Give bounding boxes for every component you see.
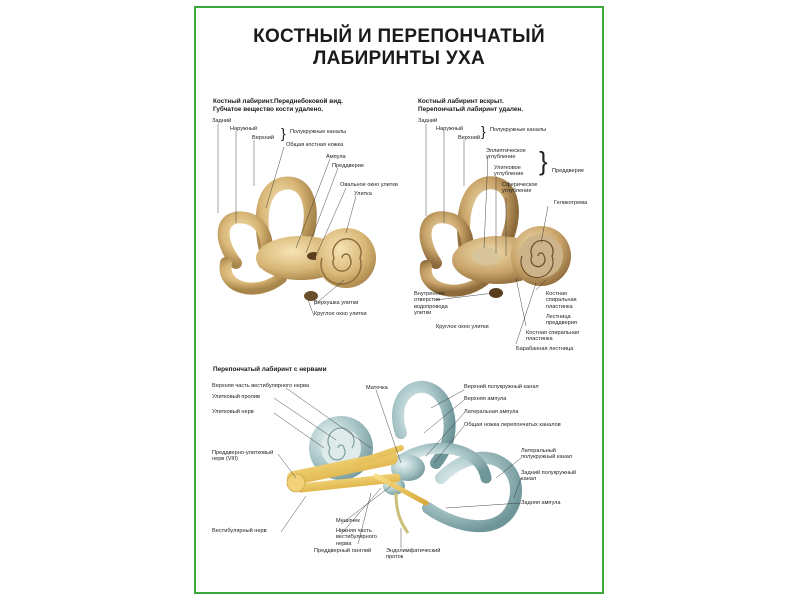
label-b-vnutr-line4: улитки [414,310,432,317]
label-b-naruzhny: Наружный [436,126,464,132]
label-c-verh-ampula: Верхняя ампула [464,396,507,402]
label-c-lat-kan: Латеральный полукружный канал [521,448,572,461]
label-a-naruzhny: Наружный [230,126,258,132]
label-b-ulitk-line2: углубление [494,171,524,178]
label-c-zad-ampula: Задняя ампула [521,500,561,506]
label-c-lat-kan-line2: полукружный канал [521,454,573,461]
label-c-endo-line2: проток [386,554,404,561]
poster-title-line2: ЛАБИРИНТЫ УХА [312,48,485,69]
label-c-pred-ul: Преддверно-улитковый нерв (VIII) [212,450,273,463]
panel-a-caption-line1: Костный лабиринт.Переднебоковой вид. [213,98,343,105]
label-b-zadniy: Задний [418,118,438,124]
label-b-vnutr-line1: Внутреннее [414,291,445,297]
bony-labyrinth-illustration [217,176,376,301]
label-b-ulitk: Улитковое углубление [494,165,524,178]
label-a-verhushka: Верхушка улитки [314,300,359,306]
label-b-kost-line1: Костная [546,291,567,297]
leader-lines [217,124,549,548]
label-a-brace: } [281,125,286,141]
label-c-verh-chast: Верхняя часть вестибулярного нерва [212,383,310,389]
label-c-zad-kan-line2: канал [521,476,537,483]
label-b-kost-b-line2: пластинка [526,336,553,343]
label-a-zadniy: Задний [212,118,232,124]
illustrations [217,124,571,548]
label-c-lat-ampula: Латеральная ампула [464,409,519,415]
label-b-sfer: Сферическое углубление [502,182,538,195]
opened-labyrinth-illustration [419,176,571,298]
poster-frame: КОСТНЫЙ И ПЕРЕПОНЧАТЫЙ ЛАБИРИНТЫ УХА [194,6,604,594]
label-a-preddverie: Преддверие [332,163,365,169]
label-c-lat-kan-line1: Латеральный [521,448,556,454]
label-b-polukruzh: Полукружные каналы [490,127,547,133]
label-b-kost-line3: пластинка [546,303,573,310]
label-c-ulit-proliv: Улитковый пролив [212,394,260,400]
label-c-nizh: Нижняя часть вестибулярного нерва [336,528,377,547]
label-b-ellipt-line2: углубление [486,154,516,161]
label-c-nizh-line1: Нижняя часть [336,528,372,534]
label-c-pred-gang: Преддверный ганглий [314,548,372,554]
label-a-ampula: Ампула [326,154,346,160]
label-a-polukruzh: Полукружные каналы [290,129,347,135]
panel-c-caption: Перепончатый лабиринт с нервами [213,366,327,373]
label-c-pred-ul-line1: Преддверно-улитковый [212,450,274,456]
label-a-ovalnoe: Овальное окно улитки [340,182,398,188]
label-b-brace2: } [539,146,548,176]
panel-b-caption-line2: Перепончатый лабиринт удален. [418,105,524,113]
label-b-ellipt: Эллиптическое углубление [486,148,526,161]
panel-b-caption-line1: Костный лабиринт вскрыт. [418,98,504,105]
label-b-baraban: Барабанная лестница [516,346,574,352]
label-b-vnutr: Внутреннее отверстие водопровода улитки [414,291,448,317]
label-b-sfer-line2: углубление [502,188,532,195]
label-b-kost-b-line1: Костная спиральная [526,330,580,336]
label-b-sfer-line1: Сферическое [502,182,538,188]
label-b-brace: } [481,123,486,139]
label-c-obsh-nozhka: Общая ножка перепончатых каналов [464,422,561,428]
label-c-vestib-nerv: Вестибулярный нерв [212,528,267,534]
label-b-krugloe: Круглое окно улитки [436,324,489,330]
label-c-endo-line1: Эндолимфатический [386,548,441,554]
label-c-nizh-line2: вестибулярного [336,534,377,541]
poster-title-line1: КОСТНЫЙ И ПЕРЕПОНЧАТЫЙ [253,26,545,47]
label-a-ulitka: Улитка [354,191,372,197]
label-b-verhniy: Верхний [458,135,481,141]
label-b-gelikotrema: Геликотрема [554,200,588,206]
label-b-kost: Костная спиральная пластинка [546,291,577,310]
label-b-vnutr-line2: отверстие [414,297,441,304]
label-c-matochka: Маточка [366,385,388,391]
label-c-endo: Эндолимфатический проток [386,548,440,561]
label-c-pred-ul-line2: нерв (VIII) [212,456,238,463]
label-c-zad-kan: Задний полукружный канал [521,470,576,483]
label-c-meshochek: Мешочек [336,518,360,524]
label-c-verh-kanal: Верхний полукружный канал [464,384,539,390]
label-c-nizh-line3: нерва [336,540,352,547]
label-c-ulit-nerv: Улитковый нерв [212,409,254,415]
label-b-vnutr-line3: водопровода [414,303,448,310]
label-b-kost-line2: спиральная [546,297,577,304]
label-a-verhniy: Верхний [252,135,275,141]
label-c-zad-kan-line1: Задний полукружный [521,470,577,476]
label-b-kost-b: Костная спиральная пластинка [526,330,579,343]
panel-b-caption: Костный лабиринт вскрыт. Перепончатый ла… [418,98,523,113]
panel-a-caption: Костный лабиринт.Переднебоковой вид. Губ… [213,98,343,113]
label-a-obshaya: Общая костная ножка [286,142,344,148]
label-b-lest: Лестница преддверия [546,314,577,327]
label-a-krugloe: Круглое окно улитки [314,311,367,317]
poster-title: КОСТНЫЙ И ПЕРЕПОНЧАТЫЙ ЛАБИРИНТЫ УХА [196,26,602,70]
label-b-lest-line2: преддверия [546,320,577,327]
membranous-labyrinth-illustration [286,381,522,534]
label-b-ulitk-line1: Улитковое [494,165,521,171]
panel-a-caption-line2: Губчатое вещество кости удалено. [213,105,324,113]
label-b-ellipt-line1: Эллиптическое [486,148,526,154]
label-b-lest-line1: Лестница [546,314,571,320]
label-b-preddverie: Преддверие [552,168,585,174]
